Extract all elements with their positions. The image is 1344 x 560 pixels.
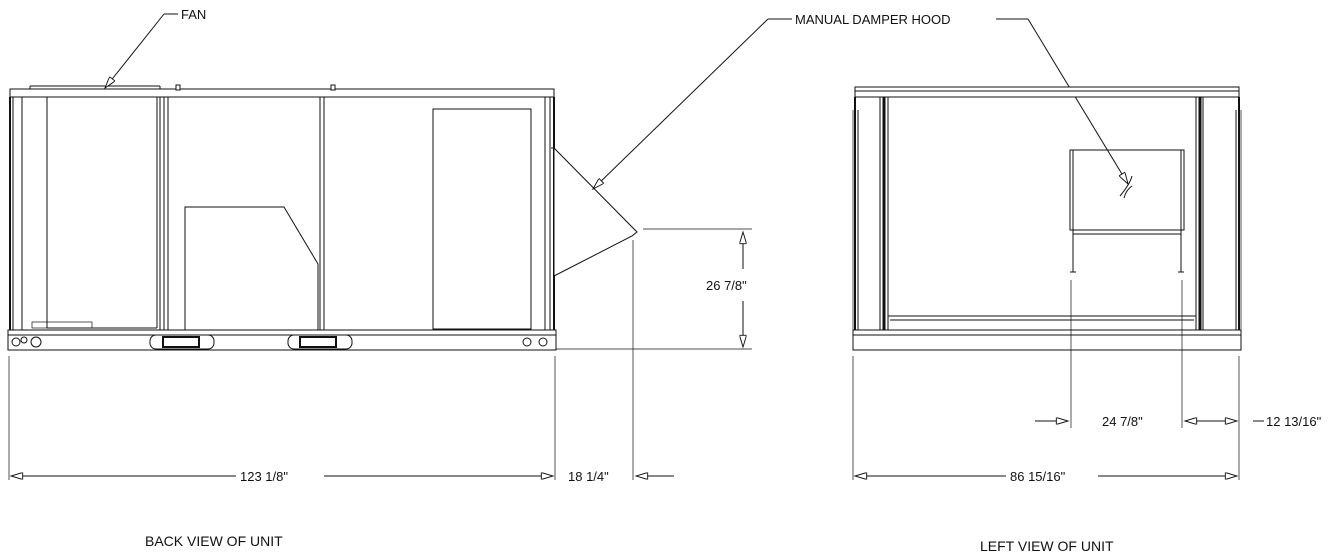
left-base-rail xyxy=(852,329,1242,351)
dim-hood-width: 24 7/8" xyxy=(1102,414,1143,429)
back-base-rail xyxy=(7,329,557,351)
dim-hood-offset: 12 13/16" xyxy=(1266,414,1322,429)
back-roof xyxy=(9,88,555,98)
caption-left-view: LEFT VIEW OF UNIT xyxy=(980,538,1114,554)
back-dimensions: 26 7/8" 123 1/8" 18 1/4" xyxy=(8,228,752,484)
dim-left-width: 86 15/16" xyxy=(1010,469,1066,484)
back-damper-hood xyxy=(553,146,638,277)
caption-back-view: BACK VIEW OF UNIT xyxy=(145,533,283,549)
fan-label: FAN xyxy=(181,7,206,22)
dim-back-length: 123 1/8" xyxy=(240,469,288,484)
back-view xyxy=(7,84,638,351)
dim-hood-projection: 18 1/4" xyxy=(568,469,609,484)
left-dimensions: 24 7/8" 12 13/16" 86 15/16" xyxy=(852,280,1322,484)
dim-back-height: 26 7/8" xyxy=(706,278,747,293)
fan-callout: FAN xyxy=(105,7,206,88)
damper-hood-callout: MANUAL DAMPER HOOD xyxy=(593,12,1128,189)
damper-hood-label: MANUAL DAMPER HOOD xyxy=(795,12,951,27)
left-roof xyxy=(854,86,1240,98)
left-view xyxy=(852,86,1242,351)
